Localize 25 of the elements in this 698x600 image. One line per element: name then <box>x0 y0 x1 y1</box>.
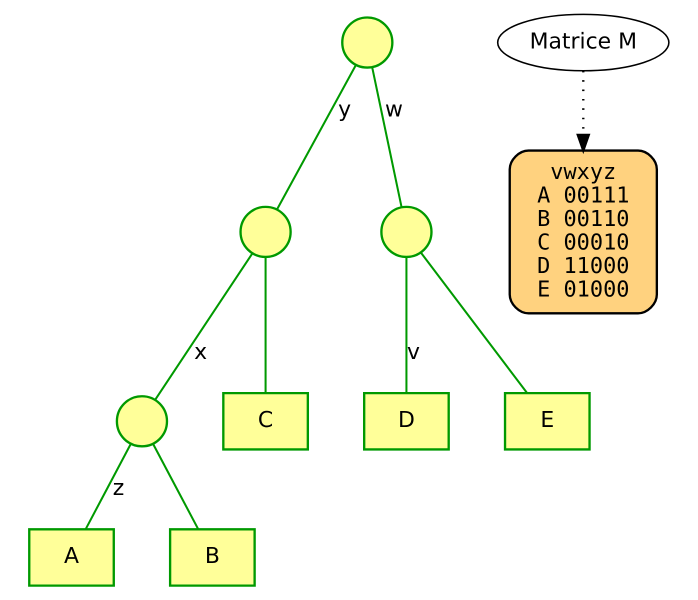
connector <box>276 64 357 210</box>
node-box: vwxyz A 00111 B 00110 C 00010 D 11000 E 01000 <box>508 149 658 314</box>
connector <box>264 257 267 393</box>
node-ellipse: Matrice M <box>496 14 670 72</box>
node-box: D <box>363 392 450 451</box>
connector <box>405 257 408 393</box>
node-circle <box>341 16 394 69</box>
connector <box>154 252 254 400</box>
node-box: C <box>222 392 310 451</box>
arrow <box>576 70 590 154</box>
connector <box>84 444 132 530</box>
node-box: B <box>168 528 256 587</box>
edge-label: w <box>384 97 403 122</box>
edge-label: z <box>112 476 124 502</box>
edge-label: x <box>194 340 208 365</box>
node-circle <box>239 206 292 258</box>
edge-label: v <box>406 340 420 365</box>
connector <box>420 252 528 394</box>
connector <box>152 444 200 530</box>
edge-label: y <box>338 97 352 122</box>
node-circle <box>116 395 168 448</box>
node-box: E <box>504 392 591 451</box>
connector <box>371 67 403 208</box>
node-circle <box>380 206 433 258</box>
node-box: A <box>28 528 115 587</box>
